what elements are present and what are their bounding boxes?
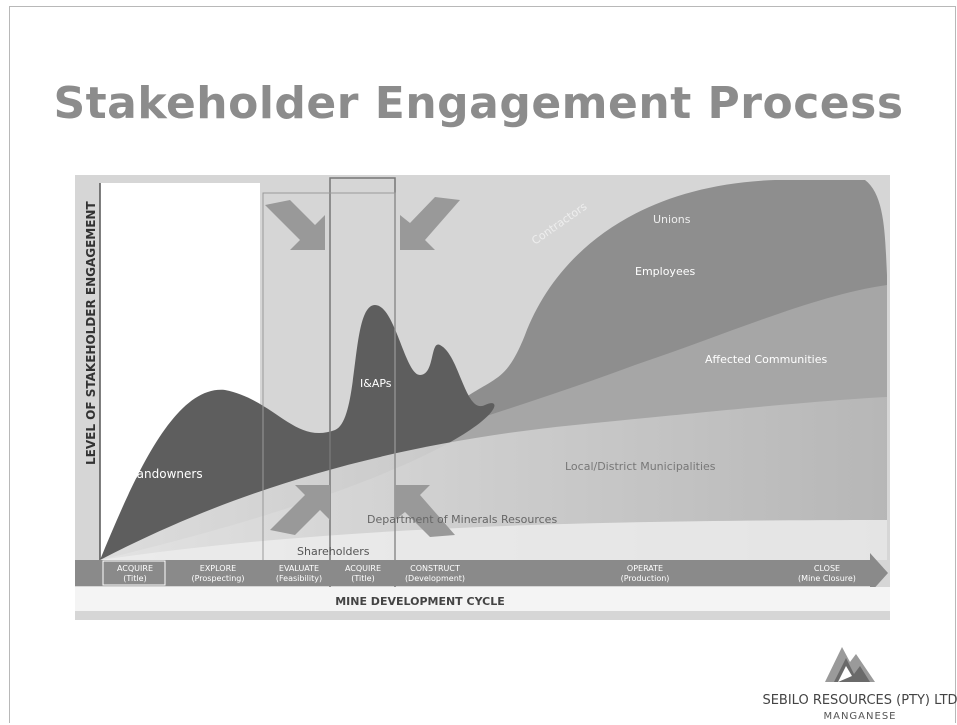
company-sub: MANGANESE	[823, 711, 897, 722]
phase-name: CLOSE	[814, 564, 840, 573]
phase-name: CONSTRUCT	[410, 564, 460, 573]
phase-name: OPERATE	[627, 564, 663, 573]
phase-sub: (Prospecting)	[191, 574, 244, 583]
diagram-svg: LEVEL OF STAKEHOLDER ENGAGEMENT Landowne…	[75, 175, 890, 620]
engagement-diagram: LEVEL OF STAKEHOLDER ENGAGEMENT Landowne…	[75, 175, 890, 620]
arrow-top-left	[265, 200, 325, 250]
phase-name: ACQUIRE	[345, 564, 381, 573]
dmr-area	[100, 520, 887, 560]
arrow-bottom-right	[395, 485, 455, 537]
phase-box-acquire	[102, 560, 166, 586]
landowners-area	[100, 305, 495, 560]
company-block: SEBILO RESOURCES (PTY) LTD MANGANESE	[760, 693, 957, 725]
label-iaps: I&APs	[360, 377, 392, 390]
phase-sub: (Feasibility)	[276, 574, 322, 583]
x-axis-label: MINE DEVELOPMENT CYCLE	[335, 595, 505, 608]
arrow-top-right	[400, 197, 460, 250]
phase-sub: (Mine Closure)	[798, 574, 856, 583]
label-landowners: Landowners	[130, 467, 203, 481]
phase-sub: (Title)	[123, 574, 146, 583]
slide-frame	[9, 6, 956, 723]
company-logo	[820, 642, 880, 684]
label-municipalities: Local/District Municipalities	[565, 460, 716, 473]
phase-name: ACQUIRE	[117, 564, 153, 573]
phase-sub: (Title)	[351, 574, 374, 583]
label-shareholders: Shareholders	[297, 545, 370, 558]
label-employees: Employees	[635, 265, 695, 278]
timeline-bar	[75, 553, 888, 593]
phase-sub: (Production)	[621, 574, 670, 583]
arrow-bottom-left	[270, 485, 330, 535]
phase-labels: ACQUIRE (Title) EXPLORE (Prospecting) EV…	[102, 560, 856, 586]
label-unions: Unions	[653, 213, 691, 226]
label-affected-communities: Affected Communities	[705, 353, 827, 366]
y-axis-label: LEVEL OF STAKEHOLDER ENGAGEMENT	[84, 201, 98, 465]
label-dmr: Department of Minerals Resources	[367, 513, 557, 526]
slide-title: Stakeholder Engagement Process	[53, 78, 904, 129]
company-name: SEBILO RESOURCES (PTY) LTD	[762, 693, 957, 708]
phase-name: EXPLORE	[200, 564, 236, 573]
x-axis-strip	[75, 587, 890, 611]
phase-sub: (Development)	[405, 574, 465, 583]
phase-name: EVALUATE	[279, 564, 319, 573]
